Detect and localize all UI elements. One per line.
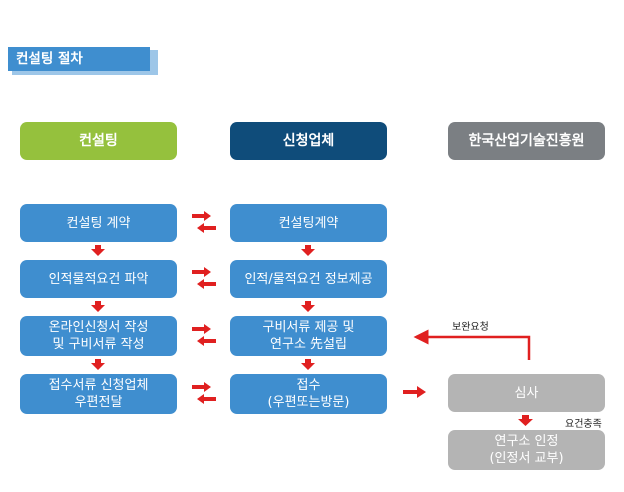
supplement-request-label: 보완요청 (452, 322, 489, 333)
consulting-step-mail-delivery: 접수서류 신청업체 우편전달 (20, 374, 177, 414)
bidirectional-arrow (192, 211, 216, 233)
header-consulting: 컨설팅 (20, 122, 177, 160)
applicant-step-info-provision: 인적/물적요건 정보제공 (230, 260, 387, 298)
down-arrow (91, 301, 105, 312)
title-shadow-bottom (12, 71, 158, 75)
requirements-met-label: 요건충족 (565, 419, 602, 430)
title-bar (8, 47, 150, 71)
down-arrow (91, 359, 105, 370)
supplement-request-arrow (413, 329, 531, 360)
applicant-step-contract: 컨설팅계약 (230, 204, 387, 242)
bidirectional-arrow (192, 382, 216, 404)
consulting-step-online-application: 온라인신청서 작성 및 구비서류 작성 (20, 316, 177, 356)
down-arrow (301, 245, 315, 256)
consulting-step-contract: 컨설팅 계약 (20, 204, 177, 242)
down-arrow (91, 245, 105, 256)
page-title: 컨설팅 절차 (16, 51, 83, 67)
header-kitech: 한국산업기술진흥원 (448, 122, 605, 160)
title-shadow (150, 50, 158, 75)
applicant-step-documents: 구비서류 제공 및 연구소 先설립 (230, 316, 387, 356)
header-applicant: 신청업체 (230, 122, 387, 160)
down-arrow (301, 359, 315, 370)
down-arrow (301, 301, 315, 312)
kitech-step-review: 심사 (448, 374, 605, 412)
applicant-step-submission: 접수 (우편또는방문) (230, 374, 387, 414)
down-arrow (518, 415, 533, 426)
bidirectional-arrow (192, 324, 216, 346)
kitech-step-certification: 연구소 인정 (인정서 교부) (448, 430, 605, 470)
section-title-tab: 컨설팅 절차 (8, 47, 158, 75)
bidirectional-arrow (192, 267, 216, 289)
consulting-step-requirements: 인적물적요건 파악 (20, 260, 177, 298)
right-arrow (403, 386, 426, 398)
